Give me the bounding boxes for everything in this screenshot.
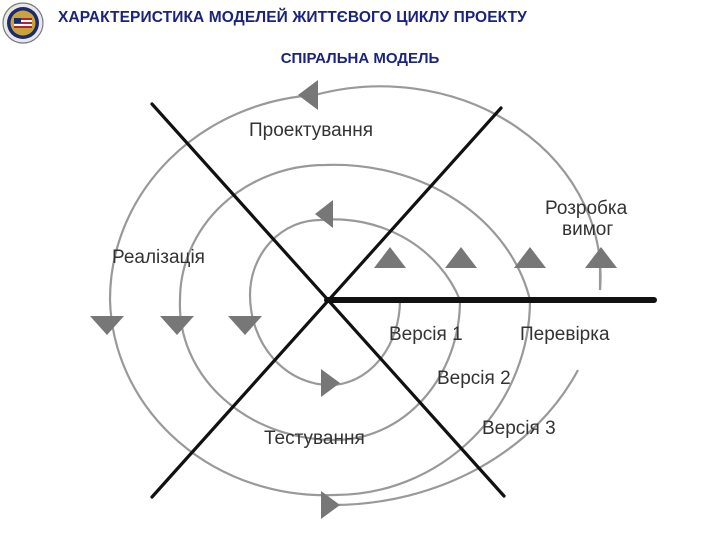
arrow-up-1 bbox=[374, 247, 406, 268]
arrow-down-2 bbox=[160, 316, 194, 335]
label-requirements-line2: вимог bbox=[562, 219, 613, 240]
arrow-right-2 bbox=[321, 491, 340, 519]
arrow-right-1 bbox=[321, 369, 340, 397]
slide-title: ХАРАКТЕРИСТИКА МОДЕЛЕЙ ЖИТТЄВОГО ЦИКЛУ П… bbox=[58, 9, 527, 26]
slide-subtitle: СПІРАЛЬНА МОДЕЛЬ bbox=[280, 50, 440, 67]
arrow-up-2 bbox=[445, 247, 477, 268]
arrow-left-2 bbox=[315, 200, 333, 228]
label-requirements-line1: Розробка bbox=[545, 198, 628, 219]
label-design: Проектування bbox=[249, 120, 373, 141]
spiral-turn-2 bbox=[178, 163, 532, 442]
arrow-left-1 bbox=[298, 80, 318, 110]
spiral-turn-3 bbox=[108, 85, 602, 497]
arrow-down-3 bbox=[228, 316, 262, 335]
arrow-up-3 bbox=[514, 247, 546, 268]
label-implementation: Реалізація bbox=[112, 247, 205, 268]
label-testing: Тестування bbox=[264, 428, 365, 449]
label-version-1: Версія 1 bbox=[389, 324, 463, 345]
label-version-2: Версія 2 bbox=[437, 368, 511, 389]
university-logo bbox=[2, 2, 44, 44]
spiral-turn-1 bbox=[248, 218, 462, 387]
arrow-up-4 bbox=[585, 247, 617, 268]
label-version-3: Версія 3 bbox=[482, 418, 556, 439]
arrow-down-1 bbox=[90, 316, 124, 335]
label-verification: Перевірка bbox=[520, 324, 610, 345]
